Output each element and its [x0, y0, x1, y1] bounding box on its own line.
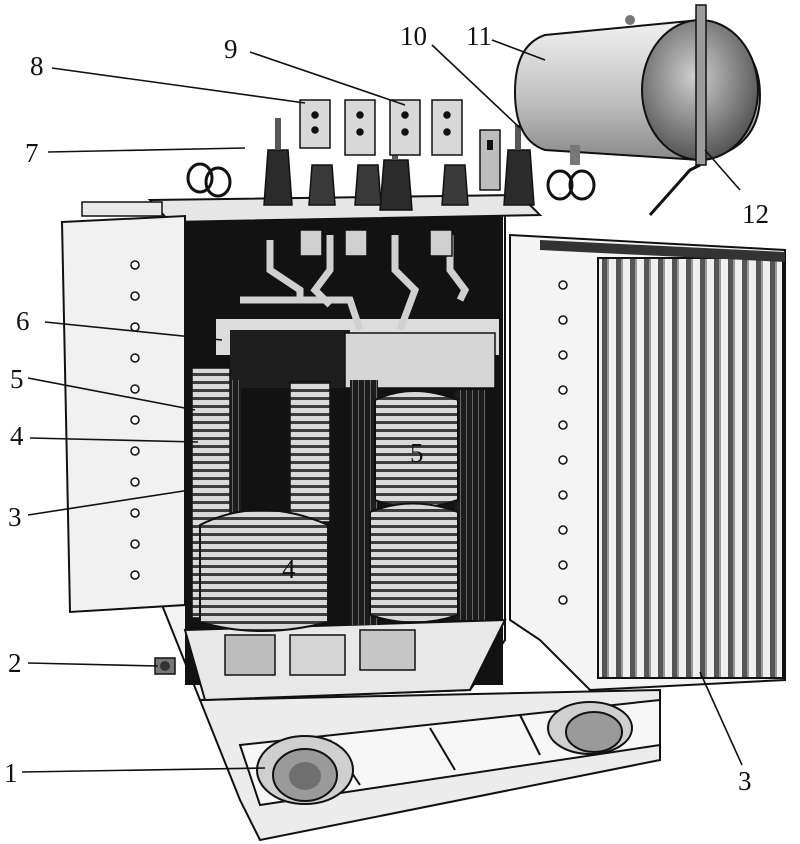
callout-6: 6 — [16, 306, 30, 336]
gas-relay-icon — [479, 129, 501, 191]
lifting-eye-icon — [186, 162, 596, 201]
callout-2: 2 — [8, 648, 22, 678]
callout-3-left: 3 — [8, 502, 22, 532]
terminal-clamps — [299, 99, 463, 156]
leader-3a — [27, 489, 191, 516]
callout-5: 5 — [10, 364, 24, 394]
callout-10: 10 — [400, 21, 427, 51]
callout-3-right: 3 — [738, 766, 752, 796]
callout-12: 12 — [742, 199, 769, 229]
leader-3b — [699, 671, 743, 766]
conservator-tank — [513, 4, 762, 216]
leader-9 — [249, 51, 406, 106]
lv-bushings — [308, 164, 469, 206]
winding-right-lower — [369, 502, 459, 624]
callout-9: 9 — [224, 34, 238, 64]
callout-1: 1 — [4, 758, 18, 788]
leader-10 — [431, 44, 521, 129]
radiator — [509, 233, 786, 692]
callout-11: 11 — [466, 21, 492, 51]
winding-left-lower — [199, 509, 329, 632]
leader-11 — [491, 39, 546, 61]
leader-8 — [51, 67, 306, 104]
leader-12 — [704, 149, 741, 191]
coil-mark-lower: 4 — [282, 554, 296, 584]
callout-7: 7 — [25, 138, 39, 168]
leader-lines — [21, 39, 743, 773]
callout-4: 4 — [10, 421, 24, 451]
coil-mark-upper: 5 — [410, 438, 424, 468]
leader-1 — [21, 767, 266, 773]
hv-bushings — [263, 118, 535, 211]
bracket-plates — [299, 229, 453, 257]
wheel-rear-icon — [547, 701, 633, 755]
callout-labels: 8 9 10 11 12 7 6 5 4 3 2 1 3 — [4, 21, 769, 796]
wheel-front-icon — [256, 735, 354, 805]
leader-4 — [29, 437, 199, 443]
leader-2 — [27, 662, 159, 667]
door-panel — [60, 214, 186, 614]
leader-6 — [44, 321, 223, 341]
callout-8: 8 — [30, 51, 44, 81]
leader-7 — [47, 147, 246, 153]
leader-5 — [27, 377, 196, 411]
